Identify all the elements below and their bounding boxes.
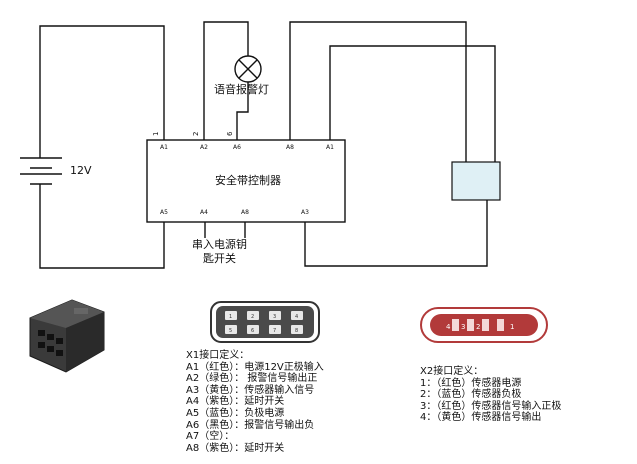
battery-symbol [20,157,62,185]
wire-lamp-right [236,82,249,140]
x1-def-a3: A3（黄色）：传感器输入信号 [186,384,315,396]
x1-plug-face: 1 2 3 4 5 6 7 8 [210,301,320,343]
x2-plug-face: 4 3 2 1 [420,307,548,343]
x2-pin-2: 2 [476,323,480,331]
wire-a3-sensor [304,200,488,267]
x1-def-a4: A4（紫色）：延时开关 [186,396,285,408]
battery-label: 12V [70,164,92,177]
x1-pin-5: 5 [229,328,232,334]
pin-top-a1: A1 [160,144,168,151]
wire-number-1: 1 [152,132,160,136]
x2-pin-4: 4 [446,323,451,331]
x2-definitions-title: X2接口定义： [420,366,484,377]
controller-title: 安全带控制器 [215,173,281,187]
x2-def-1: 1：（红色）传感器电源 [420,377,522,389]
x2-definitions: X2接口定义： 1：（红色）传感器电源 2：（蓝色）传感器负极 3：（红色）传感… [420,366,561,424]
x1-pin-3: 3 [273,314,276,320]
switch-label-line1: 串入电源钥 [192,237,247,251]
lamp-label: 语音报警灯 [214,82,269,96]
pin-top-a1-right: A1 [326,144,334,151]
wire-number-2: 2 [192,132,200,136]
pin-bottom-a8: A8 [241,209,249,216]
x1-pin-7: 7 [273,328,276,334]
wire-a8-sensor [289,21,467,162]
pin-bottom-a3: A3 [301,209,309,216]
x1-def-a5: A5（蓝色）：负极电源 [186,407,285,419]
x1-pin-8: 8 [295,328,298,334]
wire-number-6: 6 [226,131,234,136]
x1-def-a1: A1（红色）：电源12V正极输入 [186,361,324,373]
x2-def-2: 2：（蓝色）传感器负极 [420,389,522,401]
warning-lamp-icon [234,55,262,83]
x1-pin-4: 4 [295,314,298,320]
pin-top-a8: A8 [286,144,294,151]
x2-def-3: 3：（红色）传感器信号输入正极 [420,400,562,412]
sensor-box [451,161,501,201]
wire-battery-positive [39,25,165,158]
wire-battery-negative [39,184,165,269]
pin-bottom-a5: A5 [160,209,168,216]
x1-pin-2: 2 [251,314,254,320]
switch-label-line2: 匙开关 [203,251,236,265]
pin-top-a2: A2 [200,144,208,151]
wire-lamp-left [203,21,249,140]
x2-def-4: 4：（黄色）传感器信号输出 [420,412,542,424]
x1-pin-6: 6 [251,328,254,334]
x2-pin-1: 1 [510,323,514,331]
x1-definitions-title: X1接口定义： [186,350,250,361]
pin-top-a6: A6 [233,144,241,151]
x1-def-a6: A6（黑色）：报警信号输出负 [186,419,315,431]
x1-def-a7: A7（空）： [186,431,235,443]
x1-def-a2: A2（绿色）： 报警信号输出正 [186,373,318,385]
controller-box [146,139,346,223]
x1-definitions: X1接口定义： A1（红色）：电源12V正极输入 A2（绿色）： 报警信号输出正… [186,350,324,454]
x1-pin-1: 1 [229,314,232,320]
pin-bottom-a4: A4 [200,209,208,216]
x2-pin-3: 3 [461,323,465,331]
x1-connector-photo-icon [29,299,105,373]
wire-a1-sensor [329,45,496,162]
x1-def-a8: A8（紫色）：延时开关 [186,442,285,454]
